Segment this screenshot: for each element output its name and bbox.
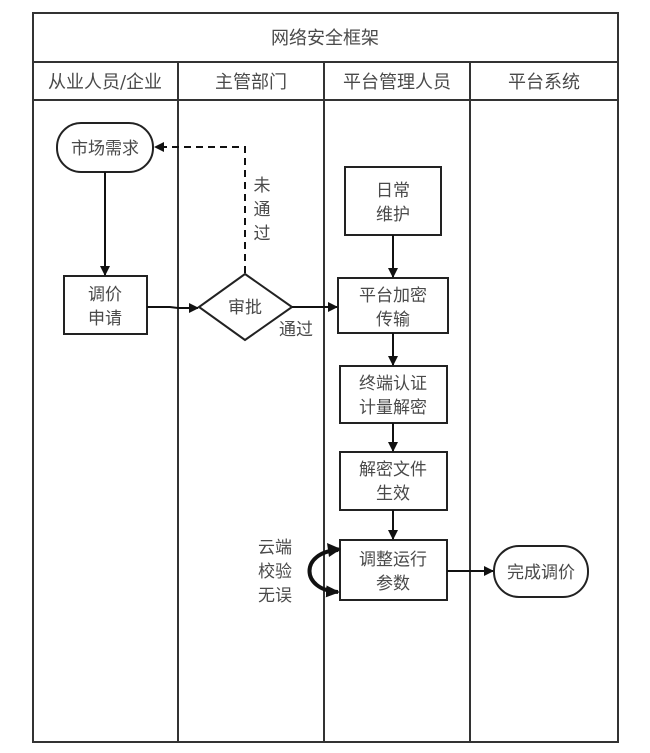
diagram-title: 网络安全框架: [271, 28, 379, 49]
node-encrypted-transfer-line2: 传输: [376, 310, 410, 330]
label-passed: 通过: [279, 320, 313, 340]
lane-header-platform-system: 平台系统: [508, 72, 580, 93]
node-adjust-params-line2: 参数: [376, 574, 410, 594]
swimlane-frame: [32, 12, 619, 743]
node-encrypted-transfer-line1: 平台加密: [359, 286, 427, 306]
node-decrypt-effective-line2: 生效: [376, 484, 410, 504]
label-rejected-1: 未: [254, 176, 271, 196]
label-rejected-2: 通: [254, 200, 271, 220]
node-daily-maintenance: [344, 166, 442, 236]
node-market-demand-label: 市场需求: [71, 139, 139, 159]
label-rejected-3: 过: [254, 224, 271, 244]
node-terminal-auth-line1: 终端认证: [359, 374, 427, 394]
loop-arrowhead-top: [327, 543, 341, 557]
node-approval: [197, 272, 294, 342]
edge-cloud-check-loop: [307, 548, 340, 598]
label-cloud-check-2: 校验: [258, 562, 292, 582]
node-done: [493, 545, 589, 598]
label-cloud-check-3: 无误: [258, 586, 292, 606]
lane-header-platform-admin: 平台管理人员: [343, 72, 451, 93]
label-cloud-check-1: 云端: [258, 538, 292, 558]
node-done-label: 完成调价: [507, 563, 575, 583]
lane-header-practitioners: 从业人员/企业: [48, 72, 162, 93]
node-price-request-line2: 申请: [88, 309, 122, 329]
node-terminal-auth: [339, 365, 448, 424]
node-adjust-params-line1: 调整运行: [359, 550, 427, 570]
node-decrypt-effective: [339, 451, 448, 511]
node-price-request-line1: 调价: [88, 285, 122, 305]
node-daily-maintenance-line1: 日常: [376, 181, 410, 201]
node-terminal-auth-line2: 计量解密: [359, 398, 427, 418]
outer-border: [32, 12, 619, 743]
node-daily-maintenance-line2: 维护: [376, 205, 410, 225]
node-decrypt-effective-line1: 解密文件: [359, 460, 427, 480]
lane-header-authority: 主管部门: [215, 72, 287, 93]
edge-request-to-approval: [147, 303, 199, 313]
edge-approval-rejected: [154, 142, 246, 273]
node-price-request: [63, 275, 148, 335]
node-approval-label: 审批: [228, 298, 262, 318]
